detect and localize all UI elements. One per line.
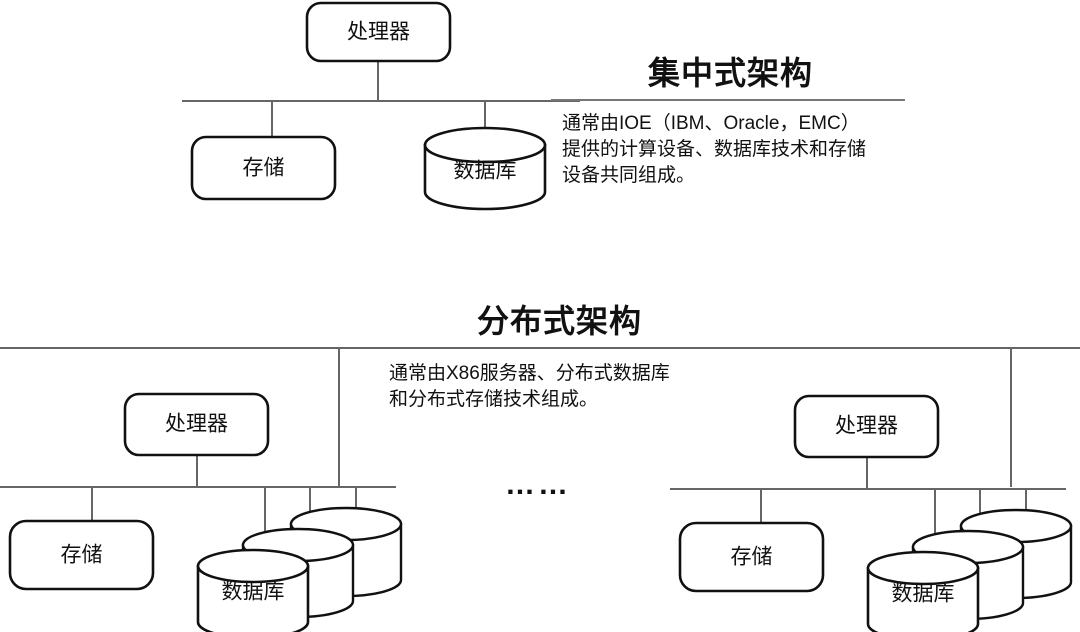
centralized-title: 集中式架构 — [648, 55, 814, 91]
right-cluster-database-label: 数据库 — [892, 583, 955, 606]
distributed-left-cluster: 处理器 存储 数据库 — [0, 392, 403, 632]
centralized-processor-box — [305, 1, 452, 63]
right-cluster-processor-node[interactable]: 处理器 — [793, 394, 940, 459]
right-cluster-storage-box — [678, 521, 825, 593]
left-cluster-database-label: 数据库 — [222, 581, 285, 604]
left-cluster-storage-box — [8, 519, 155, 591]
left-cluster-db1-body — [196, 564, 310, 632]
right-cluster-storage-node[interactable]: 存储 — [678, 521, 825, 593]
left-cluster-processor-node[interactable]: 处理器 — [123, 392, 270, 457]
centralized-storage-label: 存储 — [243, 157, 285, 180]
left-cluster-storage-node[interactable]: 存储 — [8, 519, 155, 591]
right-cluster-db1-top — [866, 550, 980, 586]
left-cluster-processor-label: 处理器 — [165, 413, 228, 436]
left-cluster-processor-box — [123, 392, 270, 457]
centralized-database-label: 数据库 — [454, 160, 517, 183]
centralized-processor-label: 处理器 — [347, 21, 410, 44]
centralized-processor-node[interactable]: 处理器 — [305, 1, 452, 63]
right-cluster-database-node-1[interactable]: 数据库 — [866, 550, 980, 632]
right-cluster-processor-label: 处理器 — [835, 415, 898, 438]
left-cluster-storage-label: 存储 — [61, 544, 103, 567]
right-cluster-storage-label: 存储 — [731, 546, 773, 569]
centralized-storage-box — [190, 135, 337, 201]
centralized-database-node[interactable]: 数据库 — [423, 126, 547, 211]
centralized-storage-node[interactable]: 存储 — [190, 135, 337, 201]
centralized-description: 通常由IOE（IBM、Oracle，EMC） 提供的计算设备、数据库技术和存储 … — [562, 113, 867, 186]
distributed-ellipsis: …… — [505, 468, 571, 501]
right-cluster-db1-body — [866, 566, 980, 632]
distributed-title: 分布式架构 — [477, 303, 643, 339]
distributed-description: 通常由X86服务器、分布式数据库 和分布式存储技术组成。 — [389, 363, 670, 410]
left-cluster-database-node-1[interactable]: 数据库 — [196, 548, 310, 632]
left-cluster-db1-top — [196, 548, 310, 584]
distributed-right-cluster: 处理器 存储 数据库 — [670, 394, 1073, 632]
centralized-database-cylinder-top — [423, 126, 547, 164]
right-cluster-processor-box — [793, 394, 940, 459]
